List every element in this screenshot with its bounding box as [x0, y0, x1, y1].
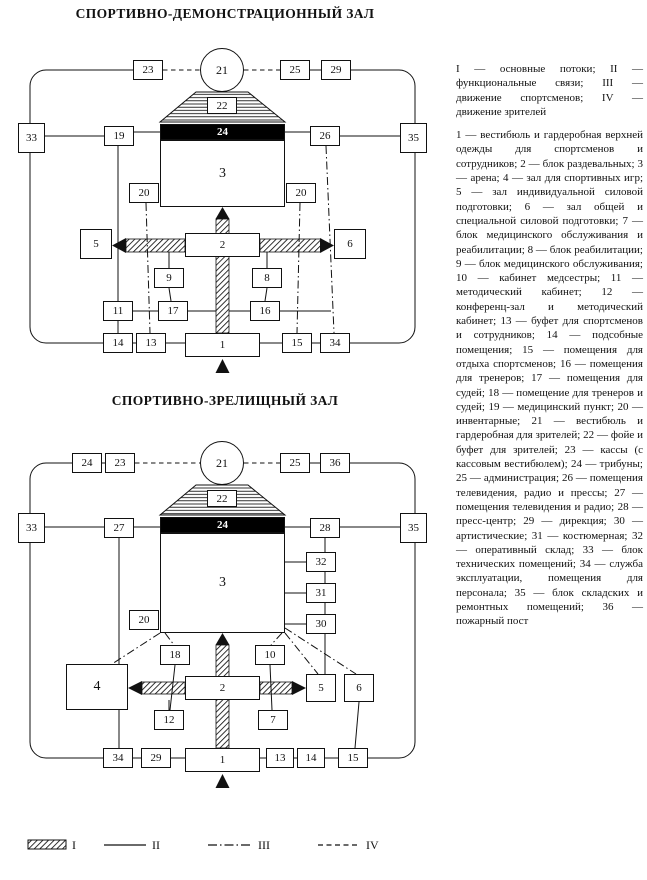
diagram1-title: СПОРТИВНО-ДЕМОНСТРАЦИОННЫЙ ЗАЛ — [75, 6, 375, 21]
d2-box-24-top: 24 — [72, 453, 102, 473]
d1-box-33: 33 — [18, 123, 45, 153]
d2-box-22: 22 — [207, 490, 237, 507]
d2-box-29: 29 — [141, 748, 171, 768]
d2-box-23: 23 — [105, 453, 135, 473]
d2-box-13: 13 — [266, 748, 294, 768]
d1-box-8: 8 — [252, 268, 282, 288]
legend-label-IV: IV — [366, 838, 379, 852]
d2-box-10: 10 — [255, 645, 285, 665]
d1-box-25: 25 — [280, 60, 310, 80]
d2-box-2: 2 — [185, 676, 260, 700]
d2-box-32: 32 — [306, 552, 336, 572]
d2-box-5: 5 — [306, 674, 336, 702]
d1-box-13: 13 — [136, 333, 166, 353]
d1-box-29: 29 — [321, 60, 351, 80]
d2-box-33: 33 — [18, 513, 45, 543]
d1-box-20-right: 20 — [286, 183, 316, 203]
d1-box-6: 6 — [334, 229, 366, 259]
d2-box-6: 6 — [344, 674, 374, 702]
d1-box-1: 1 — [185, 333, 260, 357]
legend-label-II: II — [152, 838, 160, 852]
legend-label-I: I — [72, 838, 76, 852]
d2-box-18: 18 — [160, 645, 190, 665]
d1-box-14: 14 — [103, 333, 133, 353]
d1-box-17: 17 — [158, 301, 188, 321]
d1-box-5: 5 — [80, 229, 112, 259]
d2-box-28: 28 — [310, 518, 340, 538]
d2-box-15: 15 — [338, 748, 368, 768]
d1-box-35: 35 — [400, 123, 427, 153]
d1-box-9: 9 — [154, 268, 184, 288]
d1-box-23: 23 — [133, 60, 163, 80]
d2-box-14: 14 — [297, 748, 325, 768]
d2-arena-box-3: 3 — [160, 533, 285, 633]
d1-box-19: 19 — [104, 126, 134, 146]
legend-text-column: I — основные потоки; II — функциональные… — [456, 62, 643, 629]
d1-box-34: 34 — [320, 333, 350, 353]
d2-box-35: 35 — [400, 513, 427, 543]
legend-label-III: III — [258, 838, 270, 852]
d2-box-30: 30 — [306, 614, 336, 634]
room-numbers-legend: 1 — вестибюль и гардеробная верхней одеж… — [456, 129, 643, 628]
d2-tribunes-bar-24: 24 — [160, 517, 285, 533]
d2-box-7: 7 — [258, 710, 288, 730]
d1-movement-lines — [145, 68, 335, 334]
flow-types-legend: I — основные потоки; II — функциональные… — [456, 63, 643, 118]
d2-box-31: 31 — [306, 583, 336, 603]
d2-box-20: 20 — [129, 610, 159, 630]
d2-box-4: 4 — [66, 664, 128, 710]
d2-box-34: 34 — [103, 748, 133, 768]
diagram2-title: СПОРТИВНО-ЗРЕЛИЩНЫЙ ЗАЛ — [111, 393, 339, 408]
line-type-legend-samples — [27, 839, 360, 850]
d1-box-2: 2 — [185, 233, 260, 257]
d1-box-15: 15 — [282, 333, 312, 353]
d2-box-27: 27 — [104, 518, 134, 538]
d2-vestibule-circle-21: 21 — [200, 441, 244, 485]
d2-movement-lines — [111, 461, 357, 675]
d1-vestibule-circle-21: 21 — [200, 48, 244, 92]
d1-arena-box-3: 3 — [160, 140, 285, 207]
d1-box-11: 11 — [103, 301, 133, 321]
d2-box-12: 12 — [154, 710, 184, 730]
d1-box-22: 22 — [207, 97, 237, 114]
d1-box-20-left: 20 — [129, 183, 159, 203]
d1-box-16: 16 — [250, 301, 280, 321]
d2-box-1: 1 — [185, 748, 260, 772]
d2-box-25: 25 — [280, 453, 310, 473]
d2-box-36: 36 — [320, 453, 350, 473]
d1-tribunes-bar-24: 24 — [160, 124, 285, 140]
d1-box-26: 26 — [310, 126, 340, 146]
